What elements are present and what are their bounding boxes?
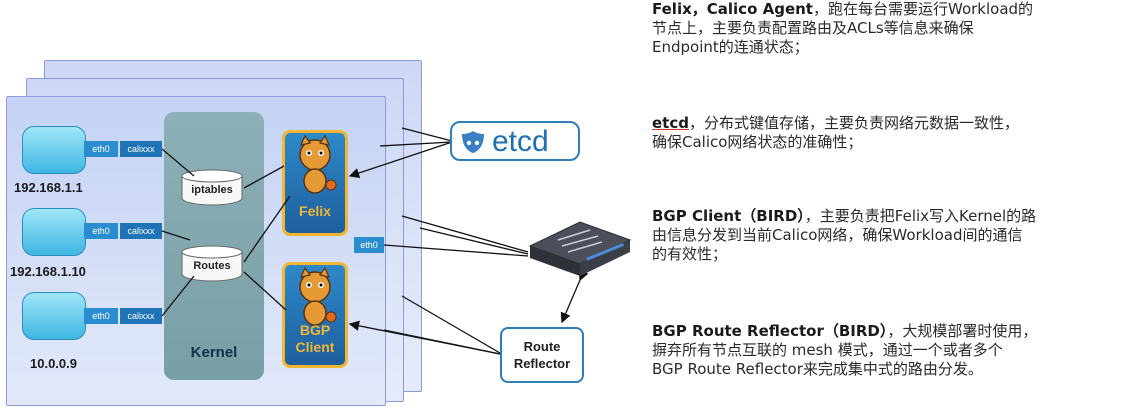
link-iptables-felix [243,165,285,189]
workload-2-ip: 192.168.1.10 [10,264,86,279]
etcd-label: etcd [492,125,549,158]
link-etcd-host-mid [379,141,453,147]
desc-etcd: etcd，分布式键值存储，主要负责网络元数据一致性， 确保Calico网络状态的… [652,114,1132,152]
desc-felix: Felix，Calico Agent，跑在每台需要运行Workload的 节点上… [652,0,1132,57]
etcd-box: etcd [450,121,580,161]
routes-store: Routes [180,244,244,282]
workload-1-eth0: eth0 [84,141,118,157]
bgp-client-label-line2: Client [295,339,335,355]
link-rr-host-mid [383,329,501,355]
desc-etcd-term: etcd [652,114,689,132]
calico-cat-icon [299,134,337,194]
desc-bgp-client-line2: 由信息分发到当前Calico网络，确保Workload间的通信 [652,226,1023,244]
workload-3-ip: 10.0.0.9 [30,356,77,371]
workload-1 [22,126,86,174]
iptables-label: iptables [191,184,233,196]
desc-bgp-client-term: BGP Client（BIRD） [652,207,805,225]
workload-1-ip: 192.168.1.1 [14,180,83,195]
calico-cat-icon [299,266,337,326]
link-host-mid-switch [419,227,529,255]
workload-3 [22,292,86,340]
link-etcd-host-back [401,127,453,142]
link-cali2-routes [161,230,191,241]
workload-3-eth0: eth0 [84,308,118,324]
cylinder-icon [181,169,243,206]
desc-felix-line1: ，跑在每台需要运行Workload的 [812,0,1034,18]
host-eth0: eth0 [354,237,384,253]
workload-3-cali: calixxx [120,308,162,324]
route-reflector-box: Route Reflector [500,327,584,383]
link-etcd-felix [348,141,453,179]
desc-bgp-rr: BGP Route Reflector（BIRD），大规模部署时使用， 摒弃所有… [652,322,1132,379]
routes-label: Routes [193,260,231,272]
desc-felix-line3: Endpoint的连通状态； [652,38,809,56]
bgp-client-agent [282,262,348,368]
route-reflector-label-line2: Reflector [513,356,571,371]
workload-2-eth0: eth0 [84,223,118,239]
cylinder-icon [181,245,243,282]
link-cali3-routes [161,275,195,317]
link-routes-felix [243,195,291,263]
desc-bgp-client: BGP Client（BIRD），主要负责把Felix写入Kernel的路 由信… [652,207,1132,264]
link-switch-rr [560,269,589,324]
desc-bgp-rr-line2: 摒弃所有节点互联的 mesh 模式，通过一个或者多个 [652,341,1003,359]
desc-bgp-rr-term: BGP Route Reflector（BIRD） [652,322,888,340]
desc-etcd-line2: 确保Calico网络状态的准确性； [652,133,863,151]
link-eth0-switch [383,244,529,257]
desc-felix-term: Felix，Calico Agent [652,0,813,18]
iptables-store: iptables [180,168,244,206]
desc-bgp-rr-line1: ，大规模部署时使用， [887,322,1038,340]
workload-1-cali: calixxx [120,141,162,157]
link-host-back-switch [401,215,529,253]
desc-etcd-line1: ，分布式键值存储，主要负责网络元数据一致性， [688,114,1019,132]
route-reflector-label-line1: Route [523,339,561,354]
link-routes-bgp [243,271,287,311]
bgp-client-label-line1: BGP [299,322,331,338]
network-switch-icon [528,221,632,276]
felix-agent [282,130,348,236]
kernel-label: Kernel [190,344,238,361]
etcd-logo-icon [462,131,484,153]
workload-2-cali: calixxx [120,223,162,239]
link-cali1-iptables [161,148,195,177]
desc-felix-line2: 节点上，主要负责配置路由及ACLs等信息来确保 [652,19,974,37]
desc-bgp-client-line1: ，主要负责把Felix写入Kernel的路 [804,207,1037,225]
link-rr-host-back [401,295,501,354]
desc-bgp-rr-line3: BGP Route Reflector来完成集中式的路由分发。 [652,360,983,378]
desc-bgp-client-line3: 的有效性； [652,245,728,263]
felix-label: Felix [299,203,331,219]
